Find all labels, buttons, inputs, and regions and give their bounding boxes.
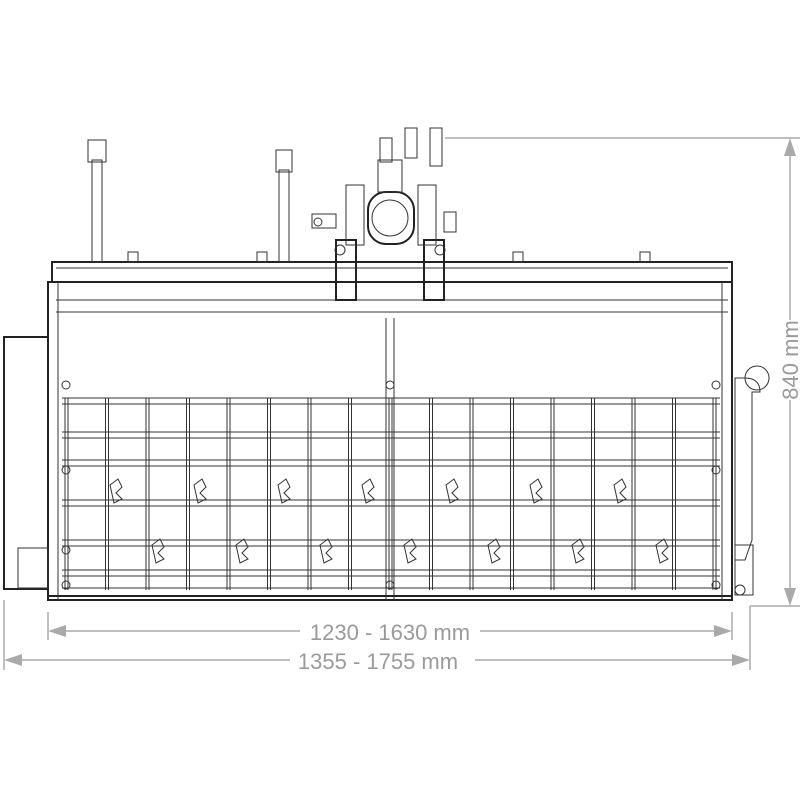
hydraulic-hose-right: [275, 149, 293, 263]
beam-lug: [639, 251, 651, 263]
bolt: [385, 380, 395, 390]
side-gearbox: [3, 336, 49, 590]
tiller-blade: [403, 538, 417, 564]
tiller-blade: [655, 538, 669, 564]
hydraulic-hose-left: [87, 139, 107, 263]
tiller-blade: [613, 478, 627, 504]
bolt: [61, 380, 71, 390]
dimension-outer-width: 1355 - 1755 mm: [3, 600, 751, 674]
bolt: [61, 580, 71, 590]
tiller-blade: [487, 538, 501, 564]
tiller-blade: [151, 538, 165, 564]
beam-lug: [512, 251, 524, 263]
outer-width-label: 1355 - 1755 mm: [298, 649, 458, 674]
height-label: 840 mm: [778, 320, 800, 399]
bolt: [711, 465, 721, 475]
main-frame: [47, 281, 733, 601]
tiller-blade: [235, 538, 249, 564]
side-linkage: [734, 365, 770, 596]
tiller-blade: [571, 538, 585, 564]
tiller-blade: [193, 478, 207, 504]
tiller-blade: [361, 478, 375, 504]
bolt: [711, 580, 721, 590]
tiller-blade: [529, 478, 543, 504]
tiller-blade: [319, 538, 333, 564]
three-point-hitch: [311, 127, 457, 301]
tiller-blade: [109, 478, 123, 504]
tiller-machine: [3, 127, 770, 601]
top-beam: [51, 261, 733, 283]
tiller-blade: [277, 478, 291, 504]
bolt: [61, 465, 71, 475]
tiller-blade: [445, 478, 459, 504]
rotor-cage: [61, 380, 721, 590]
bolt: [61, 545, 71, 555]
beam-lug: [127, 251, 139, 263]
beam-lug: [256, 251, 268, 263]
inner-width-label: 1230 - 1630 mm: [310, 620, 470, 645]
bolt: [385, 580, 395, 590]
bolt: [711, 380, 721, 390]
dimension-inner-width: 1230 - 1630 mm: [47, 612, 733, 645]
dimension-height: 840 mm: [445, 137, 800, 607]
